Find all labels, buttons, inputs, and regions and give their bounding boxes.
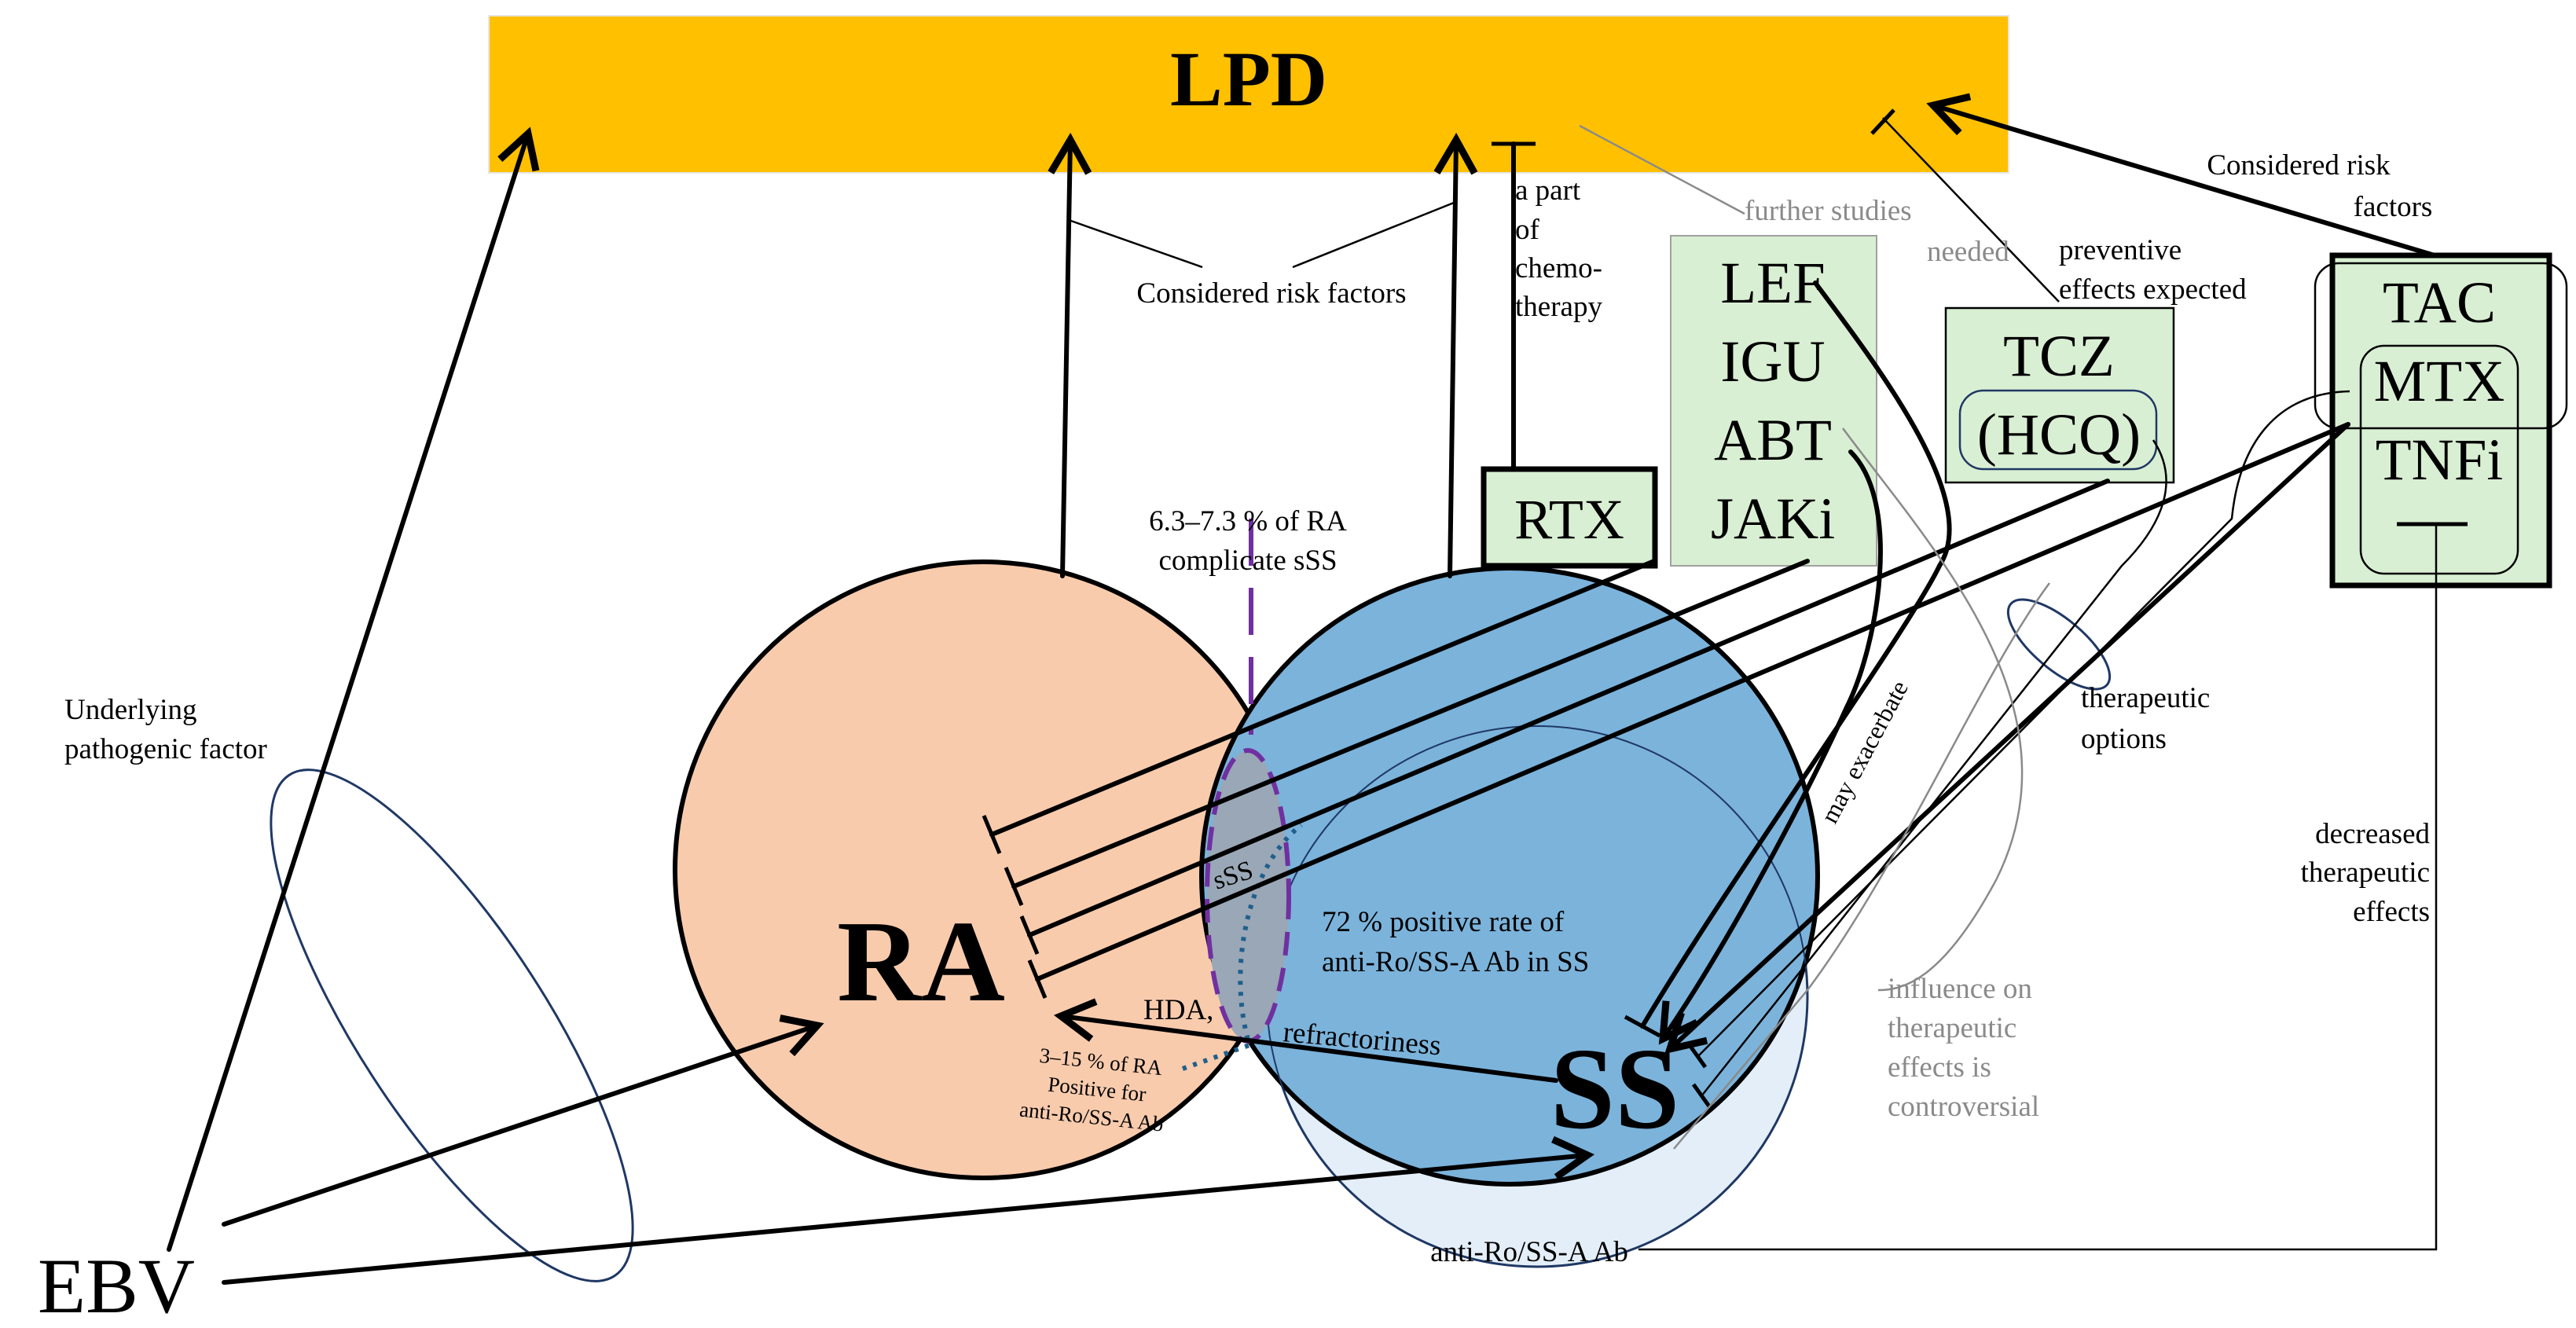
rtx-inhibit-ra-bar bbox=[982, 815, 1002, 854]
drug-lef: LEF bbox=[1720, 251, 1825, 316]
positive-rate-2: anti-Ro/SS-A Ab in SS bbox=[1322, 946, 1589, 978]
influence-2: therapeutic bbox=[1888, 1012, 2016, 1044]
ra-sss-1: 6.3–7.3 % of RA bbox=[1149, 505, 1347, 537]
further-studies-2: needed bbox=[1927, 236, 2009, 268]
preventive-bar bbox=[1870, 108, 1895, 135]
preventive-connector bbox=[1882, 117, 2060, 303]
further-studies-1: further studies bbox=[1745, 195, 1912, 227]
drug-hcq: (HCQ) bbox=[1977, 402, 2141, 468]
arrow-ebv-to-ra bbox=[222, 1014, 824, 1227]
therapeutic-connector-2-bar bbox=[1691, 1083, 1712, 1108]
influence-4: controversial bbox=[1888, 1091, 2039, 1123]
lef-inhibit-ss-bar bbox=[1624, 1014, 1661, 1038]
ra-sss-2: complicate sSS bbox=[1158, 545, 1337, 577]
abt-exacerbate-ss bbox=[1658, 449, 1883, 1045]
influence-1: influence on bbox=[1888, 973, 2032, 1005]
ra-circle bbox=[673, 559, 1294, 1180]
lpd-label: LPD bbox=[1170, 35, 1327, 123]
ss-label: SS bbox=[1550, 1025, 1680, 1154]
underlying-2: pathogenic factor bbox=[64, 733, 267, 765]
drug-tcz: TCZ bbox=[2003, 324, 2115, 389]
decreased-effects-path bbox=[1638, 524, 2438, 1251]
group-a-inhibit-ra bbox=[1011, 559, 1810, 889]
drug-jaki: JAKi bbox=[1711, 486, 1835, 552]
group-c-exacerbate-ss bbox=[1664, 422, 2350, 1055]
controversial-connector-1 bbox=[1841, 427, 2024, 992]
sss-overlap bbox=[1205, 748, 1291, 1044]
hcq-inner-box bbox=[1958, 389, 2158, 471]
further-studies-connector bbox=[1579, 124, 1745, 215]
ebv-label: EBV bbox=[38, 1242, 195, 1328]
group-c-inhibit-ra bbox=[1035, 422, 2350, 981]
lpd-box bbox=[488, 15, 2009, 174]
risk-connector-left bbox=[1068, 218, 1203, 269]
arrow-ra-to-lpd bbox=[1048, 132, 1092, 578]
underlying-factor-ellipse bbox=[270, 769, 634, 1282]
influence-3: effects is bbox=[1888, 1051, 1991, 1084]
lef-inhibit-ss bbox=[1640, 281, 1952, 1029]
rtx-box bbox=[1481, 466, 1658, 569]
positive-rate-1: 72 % positive rate of bbox=[1322, 906, 1565, 938]
rtx-label: RTX bbox=[1514, 488, 1624, 551]
considered-risk-left: Considered risk factors bbox=[1136, 277, 1406, 310]
chemo-1: a part bbox=[1515, 174, 1581, 207]
may-exacerbate: may exacerbate bbox=[1815, 676, 1914, 827]
tac-mtx-bracket bbox=[2314, 262, 2568, 430]
decreased-1: decreased bbox=[2315, 818, 2430, 850]
controversial-connector-2 bbox=[1673, 582, 2051, 1150]
arrow-ss-to-ra bbox=[1054, 998, 1558, 1083]
therapeutic-connector-1-bar bbox=[1687, 1044, 1708, 1069]
therapeutic-connector-2 bbox=[1701, 439, 2167, 1097]
drug-tac: TAC bbox=[2383, 270, 2496, 336]
chemo-2: of bbox=[1515, 214, 1540, 246]
antibody-label: anti-Ro/SS-A Ab bbox=[1430, 1236, 1628, 1268]
drug-group-c-box bbox=[2329, 252, 2552, 589]
chemo-4: therapy bbox=[1515, 291, 1602, 323]
tcz-inhibit-ra-bar bbox=[1019, 915, 1040, 955]
arrow-ss-to-lpd bbox=[1433, 132, 1478, 578]
decreased-2: therapeutic bbox=[2301, 857, 2430, 889]
mtx-tnfi-bracket bbox=[2359, 344, 2519, 575]
dotted-boundary bbox=[1182, 823, 1303, 1071]
therapeutic-options-2: options bbox=[2081, 723, 2167, 755]
risk-connector-right bbox=[1292, 201, 1455, 269]
drug-abt: ABT bbox=[1714, 408, 1832, 473]
drug-igu: IGU bbox=[1720, 329, 1825, 394]
drug-tnfi: TNFi bbox=[2376, 427, 2504, 493]
rtx-inhibit-ra bbox=[989, 559, 1657, 837]
group-c-inhibit-ra-bar bbox=[1027, 959, 1048, 999]
hda-label: HDA, bbox=[1143, 994, 1213, 1026]
ra-label: RA bbox=[837, 897, 1005, 1026]
considered-risk-right-1: Considered risk bbox=[2207, 149, 2391, 182]
preventive-1: preventive bbox=[2059, 234, 2182, 266]
considered-risk-right-2: factors bbox=[2354, 191, 2433, 223]
ss-circle bbox=[1199, 566, 1820, 1187]
decreased-3: effects bbox=[2353, 896, 2430, 928]
arrow-ebv-to-lpd bbox=[167, 127, 540, 1252]
preventive-2: effects expected bbox=[2059, 273, 2247, 306]
therapeutic-connector-1 bbox=[1697, 390, 2350, 1058]
therapeutic-options-1: therapeutic bbox=[2081, 682, 2210, 714]
arrow-group-c-to-lpd bbox=[1926, 93, 2437, 258]
drug-group-a-box bbox=[1670, 235, 1877, 567]
tcz-box bbox=[1944, 306, 2175, 484]
group-a-inhibit-ra-bar bbox=[1004, 867, 1024, 906]
chemo-3: chemo- bbox=[1515, 252, 1602, 284]
tcz-inhibit-ra bbox=[1027, 479, 2110, 937]
arrow-ebv-to-ss bbox=[222, 1135, 1595, 1285]
drug-mtx: MTX bbox=[2374, 349, 2505, 414]
underlying-1: Underlying bbox=[64, 694, 197, 726]
